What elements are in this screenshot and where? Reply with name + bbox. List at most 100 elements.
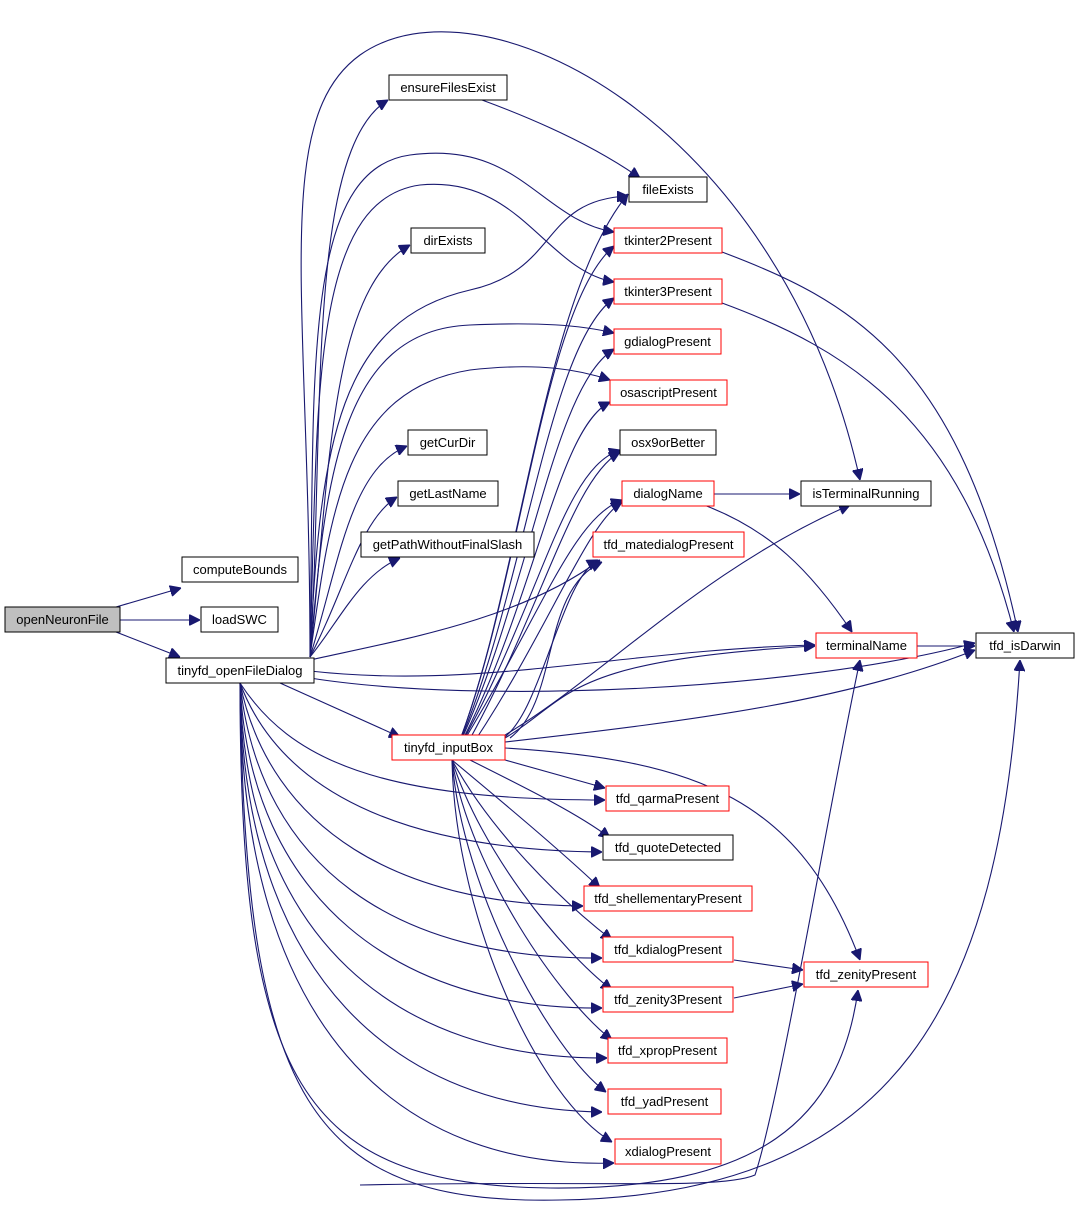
edge-ib-tkinter2Present [451, 246, 614, 761]
node-label: computeBounds [193, 562, 287, 577]
node-getCurDir[interactable]: getCurDir [407, 429, 488, 456]
edge-ib-dialogName-b [461, 502, 622, 761]
node-box [613, 328, 722, 355]
edge-ofd-tfd_isDarwin-low [239, 660, 1020, 1201]
edge-ib-osx9orBetter-b [457, 452, 620, 761]
edges [115, 31, 1020, 1201]
node-label: osx9orBetter [631, 435, 705, 450]
node-label: tfd_isDarwin [989, 638, 1061, 653]
edge-openNeuronFile-tinyfd_openFileDialog [115, 631, 180, 657]
edge-ofd-terminalName [309, 645, 815, 677]
edge-openNeuronFile-computeBounds [115, 588, 181, 608]
edge-ib-tfd_quoteDetected [469, 759, 610, 838]
node-tkinter2Present[interactable]: tkinter2Present [613, 227, 723, 254]
node-box [165, 657, 315, 684]
node-tfd_zenity3Present[interactable]: tfd_zenity3Present [602, 986, 734, 1013]
node-tfd_qarmaPresent[interactable]: tfd_qarmaPresent [605, 785, 730, 812]
node-fileExists[interactable]: fileExists [628, 176, 708, 203]
node-tfd_shellementaryPresent[interactable]: tfd_shellementaryPresent [583, 885, 753, 912]
node-box [800, 480, 932, 507]
node-label: loadSWC [212, 612, 267, 627]
edge-ib-tfd_matedialogPresent-b [509, 562, 602, 739]
edge-ib-tfd_matedialogPresent [499, 560, 598, 741]
node-openNeuronFile[interactable]: openNeuronFile [4, 606, 121, 633]
node-tfd_yadPresent[interactable]: tfd_yadPresent [607, 1088, 722, 1115]
node-tfd_isDarwin[interactable]: tfd_isDarwin [975, 632, 1075, 659]
node-getPathWithoutFinalSlash[interactable]: getPathWithoutFinalSlash [360, 531, 535, 558]
node-osx9orBetter[interactable]: osx9orBetter [619, 429, 717, 456]
node-computeBounds[interactable]: computeBounds [181, 556, 299, 583]
edge-ib-isTerminalRunning [499, 505, 850, 739]
node-tfd_matedialogPresent[interactable]: tfd_matedialogPresent [592, 531, 745, 558]
edge-zenity3-tfd_zenityPresent [733, 984, 803, 999]
node-label: getPathWithoutFinalSlash [373, 537, 523, 552]
node-terminalName[interactable]: terminalName [815, 632, 918, 659]
node-tinyfd_inputBox[interactable]: tinyfd_inputBox [391, 734, 506, 761]
node-box [975, 632, 1075, 659]
node-label: ensureFilesExist [400, 80, 496, 95]
node-loadSWC[interactable]: loadSWC [200, 606, 279, 633]
edge-ofd-tkinter3Present [309, 183, 614, 658]
edge-ofd-getLastName [309, 497, 397, 658]
edge-ofd-tfd_yadPresent [239, 682, 602, 1112]
node-box [388, 74, 508, 101]
edge-ofd-tfd_qarmaPresent [239, 682, 605, 800]
node-box [592, 531, 745, 558]
node-getLastName[interactable]: getLastName [397, 480, 499, 507]
node-label: dialogName [633, 486, 702, 501]
node-osascriptPresent[interactable]: osascriptPresent [609, 379, 728, 406]
edge-ib-tfd_zenityPresent [504, 747, 860, 960]
node-ensureFilesExist[interactable]: ensureFilesExist [388, 74, 508, 101]
edge-ib-tfd_yadPresent [451, 759, 606, 1092]
node-tfd_kdialogPresent[interactable]: tfd_kdialogPresent [602, 936, 734, 963]
edge-ofd-tfd_zenity3Present [239, 682, 602, 1008]
node-gdialogPresent[interactable]: gdialogPresent [613, 328, 722, 355]
edge-ib-osascriptPresent [451, 402, 610, 761]
node-label: isTerminalRunning [813, 486, 920, 501]
edge-ofd-dirExists [309, 245, 410, 658]
edge-ib-tkinter3Present [451, 298, 614, 761]
node-dirExists[interactable]: dirExists [410, 227, 486, 254]
edge-ofd-tfd_quoteDetected [239, 682, 602, 852]
node-box [607, 1088, 722, 1115]
node-label: tinyfd_openFileDialog [177, 663, 302, 678]
edge-ofd-tinyfd_inputBox [279, 682, 400, 737]
edge-ensureFilesExist-fileExists [481, 99, 640, 178]
nodes: openNeuronFile computeBounds loadSWC tinyfd… [4, 74, 1075, 1165]
node-label: terminalName [826, 638, 907, 653]
edge-kdialog-tfd_zenityPresent [733, 959, 803, 970]
node-isTerminalRunning[interactable]: isTerminalRunning [800, 480, 932, 507]
edge-ofd-getCurDir [309, 446, 407, 658]
node-box [391, 734, 506, 761]
node-xdialogPresent[interactable]: xdialogPresent [614, 1138, 722, 1165]
node-label: tkinter2Present [624, 233, 712, 248]
edge-ofd-tfd_isDarwin [309, 643, 975, 692]
node-label: tfd_yadPresent [621, 1094, 709, 1109]
node-tinyfd_openFileDialog[interactable]: tinyfd_openFileDialog [165, 657, 315, 684]
node-tfd_xpropPresent[interactable]: tfd_xpropPresent [607, 1037, 728, 1064]
edge-ofd-xdialogPresent [239, 682, 614, 1163]
node-label: tfd_zenityPresent [816, 967, 917, 982]
node-tfd_zenityPresent[interactable]: tfd_zenityPresent [803, 961, 929, 988]
edge-dialogName-terminalName [703, 504, 852, 632]
node-box [360, 531, 535, 558]
edge-ib-osx9orBetter [451, 450, 620, 761]
node-box [803, 961, 929, 988]
node-label: tinyfd_inputBox [404, 740, 493, 755]
edge-ib-tfd_kdialogPresent [451, 759, 612, 940]
node-dialogName[interactable]: dialogName [621, 480, 715, 507]
node-label: tfd_matedialogPresent [603, 537, 733, 552]
edge-ib-tfd_isDarwin [504, 650, 975, 743]
node-label: getLastName [409, 486, 486, 501]
node-box [614, 1138, 722, 1165]
edge-ib-gdialogPresent [451, 349, 614, 761]
edge-ofd-fileExists [309, 196, 628, 658]
node-box [410, 227, 486, 254]
node-tfd_quoteDetected[interactable]: tfd_quoteDetected [602, 834, 734, 861]
node-box [613, 227, 723, 254]
node-label: gdialogPresent [624, 334, 711, 349]
edge-ofd-isTerminalRunning [300, 31, 860, 658]
node-tkinter3Present[interactable]: tkinter3Present [613, 278, 723, 305]
node-box [200, 606, 279, 633]
